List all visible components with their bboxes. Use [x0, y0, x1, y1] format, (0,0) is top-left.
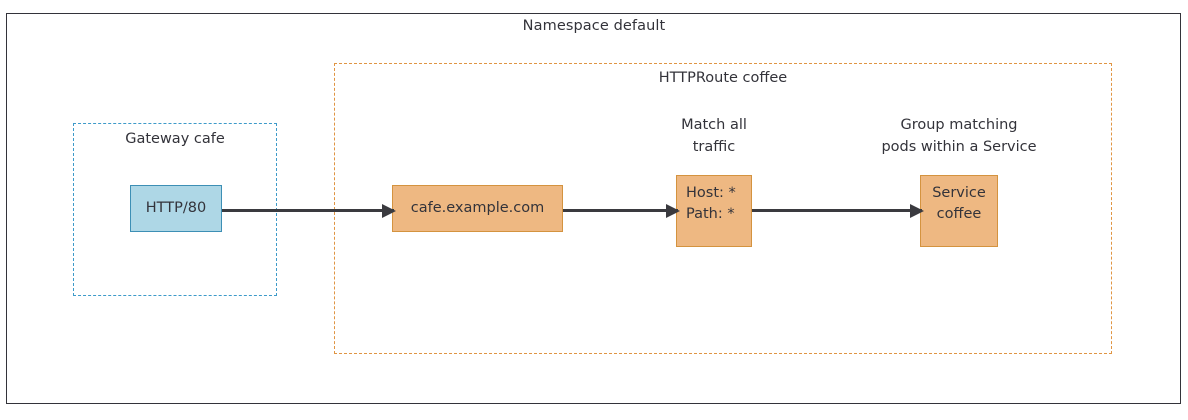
node-route-match-host-path: Host: * Path: *	[676, 175, 752, 247]
httproute-title: HTTPRoute coffee	[658, 70, 788, 86]
arrow-listener-to-hostname	[222, 209, 394, 212]
arrow-match-to-service	[752, 209, 922, 212]
node-backend-service-coffee: Service coffee	[920, 175, 998, 247]
node-gateway-listener-http80: HTTP/80	[130, 185, 222, 232]
node-hostname-cafe-example-com: cafe.example.com	[392, 185, 563, 232]
arrow-hostname-to-match	[563, 209, 678, 212]
namespace-title: Namespace default	[522, 18, 666, 34]
gateway-title: Gateway cafe	[125, 131, 225, 147]
callout-group-matching-pods: Group matching pods within a Service	[881, 117, 1037, 155]
callout-match-all-traffic: Match all traffic	[681, 117, 747, 155]
